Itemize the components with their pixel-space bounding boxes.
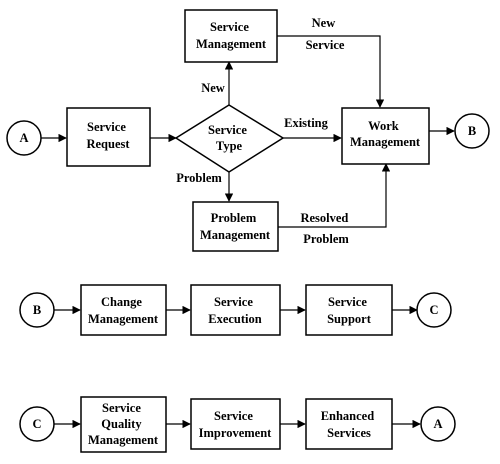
svg-text:C: C xyxy=(32,417,41,431)
svg-text:A: A xyxy=(19,131,28,145)
svg-text:B: B xyxy=(468,124,476,138)
svg-text:Work Management: Work Management xyxy=(350,119,421,149)
connector-b-end: B xyxy=(454,113,490,149)
svg-text:Service Type: Service Type xyxy=(208,123,250,153)
connector-a-end: A xyxy=(420,406,456,442)
svg-text:Change Management: Change Management xyxy=(88,295,159,326)
connector-c-end: C xyxy=(416,292,452,328)
svg-text:Service Support: Service Support xyxy=(327,295,372,326)
svg-text:Service Request: Service Request xyxy=(86,120,130,151)
label-new: New xyxy=(201,81,225,95)
svg-text:B: B xyxy=(33,303,41,317)
connector-b-start: B xyxy=(19,292,55,328)
service-improvement-box: Service Improvement xyxy=(190,398,281,450)
label-existing: Existing xyxy=(284,116,329,130)
problem-management-box: Problem Management xyxy=(192,201,279,252)
service-management-box: Service Management xyxy=(184,9,278,63)
connector-c-start: C xyxy=(19,406,55,442)
label-resolved-problem: Resolved Problem xyxy=(300,211,351,246)
work-management-box: Work Management xyxy=(341,107,430,165)
service-quality-management-box: Service Quality Management xyxy=(80,396,167,453)
enhanced-services-box: Enhanced Services xyxy=(305,398,393,450)
svg-text:Service Management: Service Management xyxy=(196,20,267,51)
service-support-box: Service Support xyxy=(305,284,393,336)
svg-text:Service Improvement: Service Improvement xyxy=(199,409,273,440)
svg-text:Enhanced Services: Enhanced Services xyxy=(321,409,378,440)
edge-problem-management-to-work-management xyxy=(278,163,391,228)
change-management-box: Change Management xyxy=(80,284,167,336)
label-problem: Problem xyxy=(176,171,222,185)
service-execution-box: Service Execution xyxy=(190,284,281,336)
svg-text:Service Quality Ma: Service Quality Management xyxy=(88,401,159,447)
svg-text:C: C xyxy=(429,303,438,317)
service-request-box: Service Request xyxy=(66,107,151,167)
service-type-decision: Service Type xyxy=(174,104,285,173)
svg-text:A: A xyxy=(433,417,442,431)
svg-text:Service Execution: Service Execution xyxy=(208,295,262,326)
label-new-service: New Service xyxy=(306,16,345,52)
svg-text:Problem Management: Problem Management xyxy=(200,211,271,242)
edge-service-management-to-work-management xyxy=(277,35,385,108)
connector-a-start: A xyxy=(6,120,42,156)
row1-edges xyxy=(41,35,455,228)
